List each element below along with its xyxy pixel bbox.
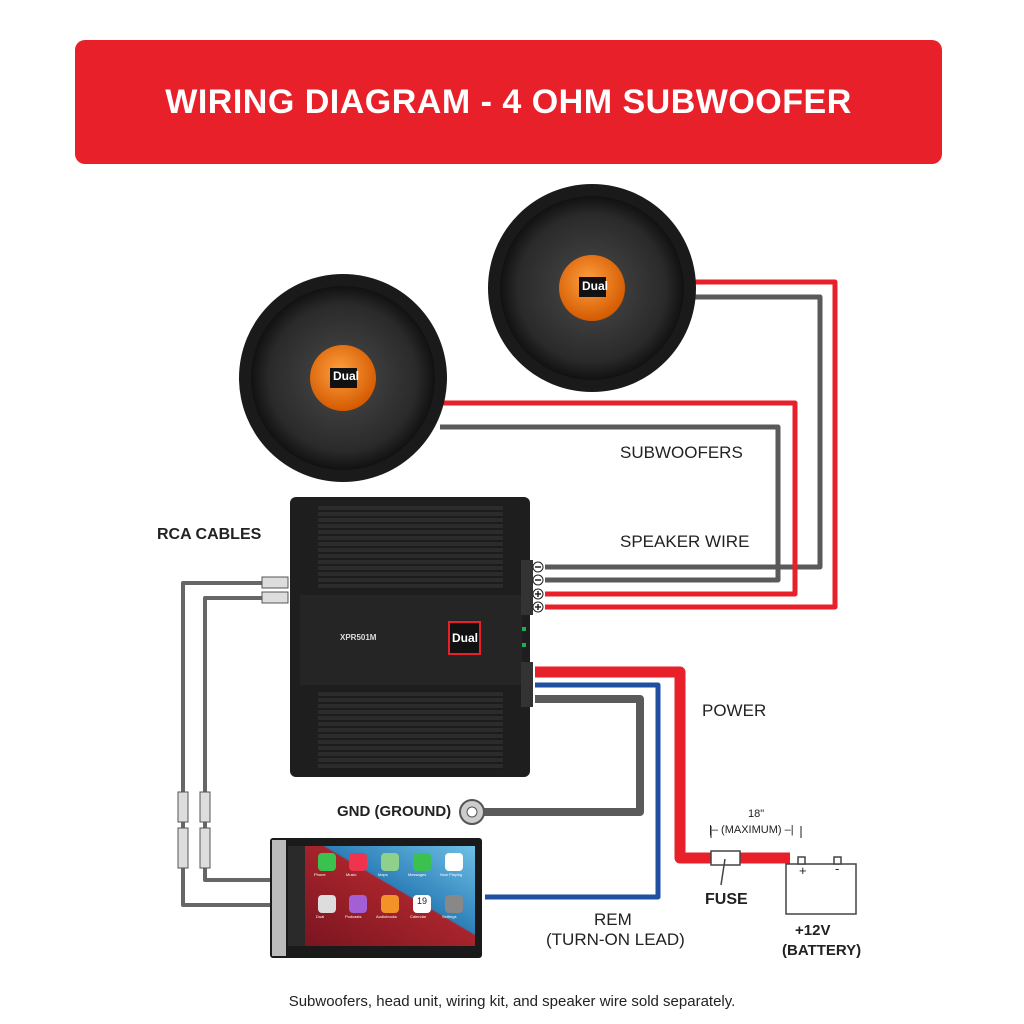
rem-label: REM [594,910,632,929]
battery-minus: - [835,861,840,876]
subwoofer-1-logo: Dual [333,369,360,383]
app-settings[interactable]: Settings [442,914,457,919]
terminal-symbols [532,561,544,613]
subwoofer-1 [239,274,447,482]
battery-icon [785,856,857,915]
rem-sublabel: (TURN-ON LEAD) [546,930,685,949]
calendar-day: 19 [416,896,427,906]
app-calendar[interactable]: Calendar [410,914,427,919]
speaker-wire-label: SPEAKER WIRE [620,532,750,551]
app-audiobooks[interactable]: Audiobooks [376,914,397,919]
amplifier [290,497,533,777]
speaker-wire-pos-sub1 [440,400,798,597]
rca-connectors [177,576,289,869]
subwoofer-2-logo: Dual [582,279,609,293]
app-now-playing[interactable]: Now Playing [440,872,463,877]
speaker-wire-neg-sub2 [545,294,823,570]
amplifier-logo: Dual [452,631,479,645]
speaker-wire-neg-sub1 [440,424,781,583]
amplifier-model: XPR501M [340,633,377,642]
rca-cable-2 [203,596,275,882]
battery-plus: + [799,863,807,878]
rca-cables-label: RCA CABLES [157,526,262,543]
title-banner: WIRING DIAGRAM - 4 OHM SUBWOOFER [75,40,942,164]
power-label: POWER [702,701,767,720]
app-dual[interactable]: Dual [316,914,325,919]
ground-wire [460,695,644,816]
battery-label: (BATTERY) [782,942,862,959]
battery-voltage-label: +12V [795,922,831,939]
app-phone[interactable]: Phone [314,872,326,877]
app-maps[interactable]: Maps [378,872,388,877]
fuse-icon [710,850,741,866]
speaker-wire-pos-sub2 [545,279,838,610]
subwoofers-label: SUBWOOFERS [620,443,743,462]
subwoofer-2 [488,184,696,392]
ground-label: GND (GROUND) [337,803,452,820]
fuse-label: FUSE [705,891,748,908]
rca-cable-1 [181,581,275,907]
head-unit [270,838,482,958]
app-messages[interactable]: Messages [408,872,427,877]
app-podcasts[interactable]: Podcasts [345,914,362,919]
app-music[interactable]: Music [346,872,357,877]
footnote: Subwoofers, head unit, wiring kit, and s… [288,993,736,1010]
remote-wire [485,682,661,900]
fuse-distance-label: 18" [748,808,765,820]
page-title: WIRING DIAGRAM - 4 OHM SUBWOOFER [165,82,852,121]
fuse-maximum-label: |– (MAXIMUM) –| [709,824,794,836]
